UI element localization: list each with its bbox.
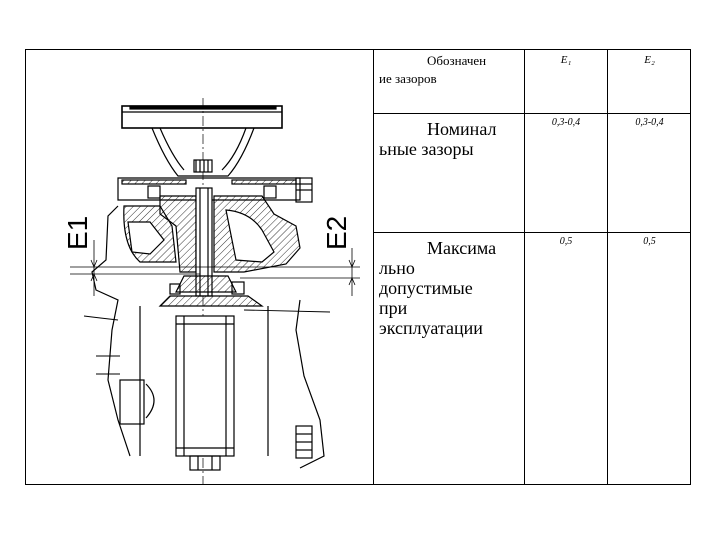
pump-section-drawing: E1 E2: [62, 98, 360, 484]
table-row-nominal-label: Номинал ьные зазоры: [374, 119, 524, 159]
e2-label: E2: [321, 216, 352, 250]
max-label-line-5: эксплуатации: [379, 318, 483, 338]
max-e1-value: 0,5: [559, 236, 573, 247]
header-e1: E₁: [560, 54, 572, 66]
table-row-divider: [373, 113, 691, 114]
table-left-border: [373, 49, 374, 485]
max-label-line-4: при: [379, 298, 408, 318]
e1-label: E1: [62, 216, 93, 250]
table-column-divider-2: [607, 49, 608, 485]
max-e2-value: 0,5: [643, 236, 656, 247]
max-label-line-1: Максима: [427, 238, 497, 258]
table-row-divider-2: [373, 232, 691, 233]
nominal-e2-value: 0,3-0,4: [635, 117, 664, 128]
header-label-line-2: ие зазоров: [379, 71, 437, 86]
table-column-divider: [524, 49, 525, 485]
header-label-line-1: Обозначен: [427, 53, 487, 68]
max-label-line-3: допустимые: [379, 278, 473, 298]
nominal-label-line-2: ьные зазоры: [379, 139, 474, 159]
document-frame: [25, 49, 691, 485]
nominal-e1-value: 0,3-0,4: [551, 117, 581, 128]
nominal-label-line-1: Номинал: [427, 119, 497, 139]
table-row-max-label: Максима льно допустимые при эксплуатации: [374, 238, 524, 338]
header-label-cell: Обозначен ие зазоров: [374, 52, 524, 112]
header-e2: E₂: [644, 54, 655, 66]
max-label-line-2: льно: [379, 258, 415, 278]
